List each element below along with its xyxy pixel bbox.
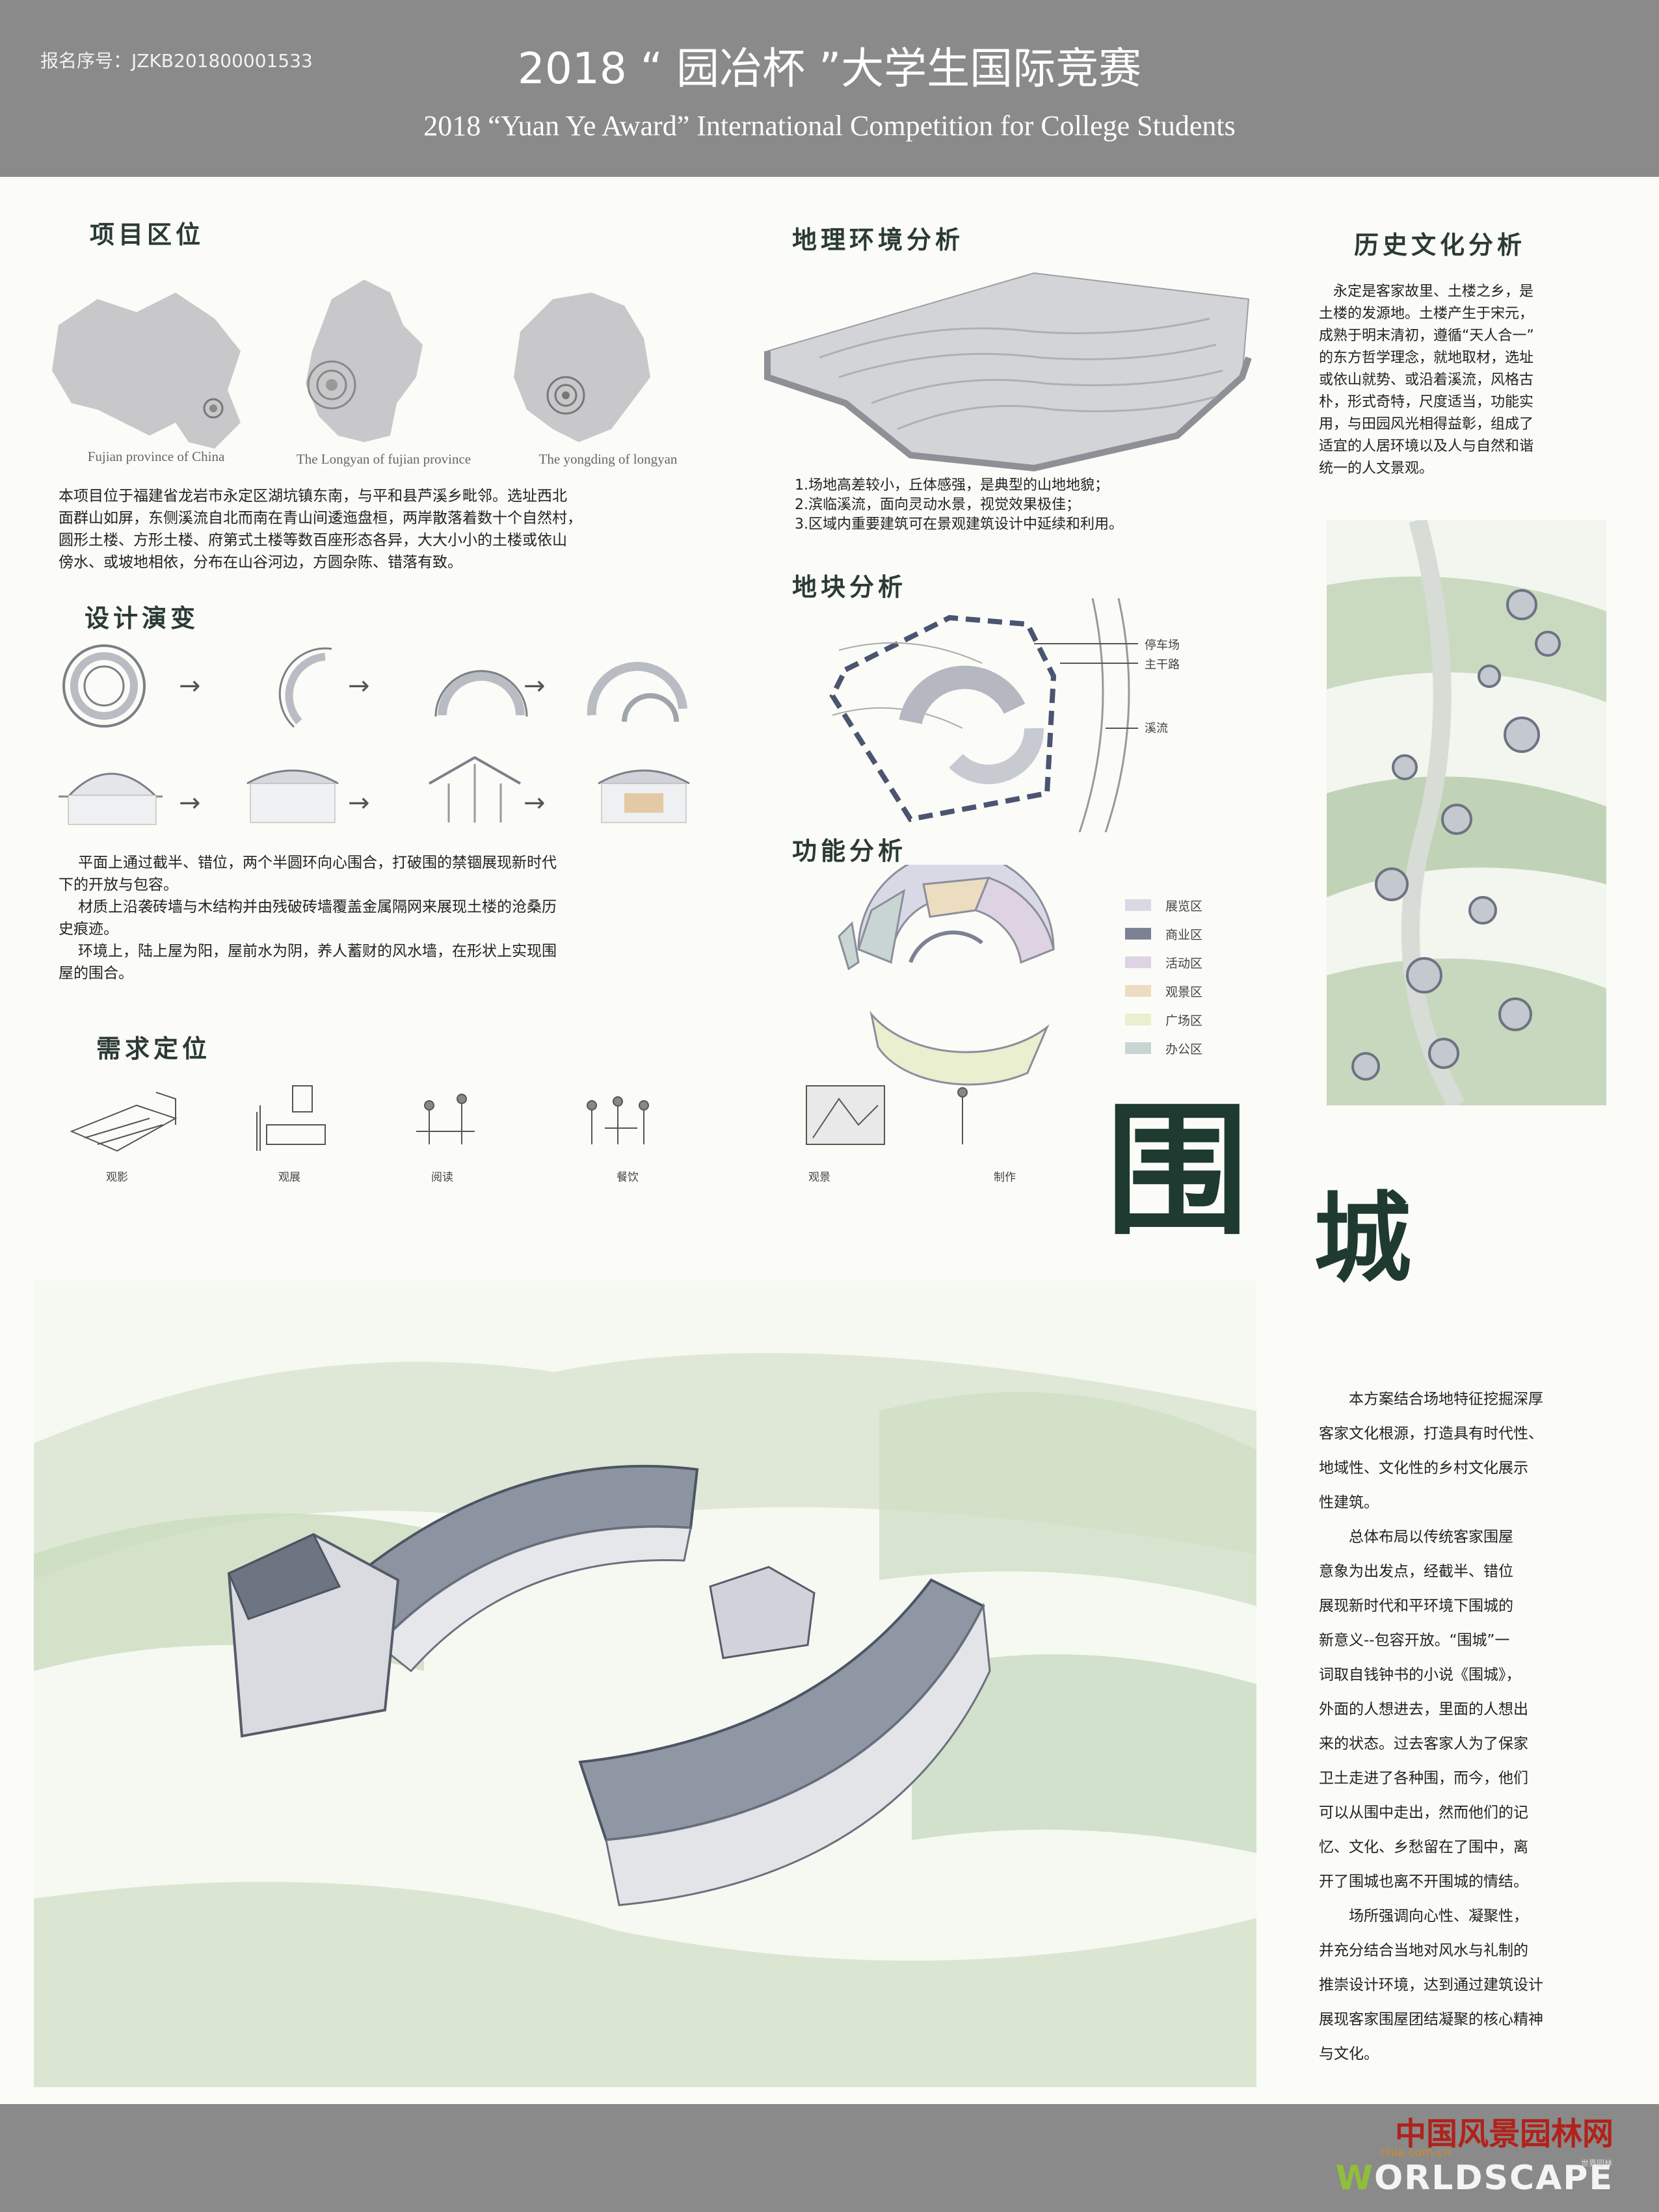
view-sketch xyxy=(806,1085,885,1145)
reading-sketch xyxy=(416,1094,475,1144)
legend-swatch xyxy=(1125,1042,1151,1054)
offset-ring-plan xyxy=(434,670,528,717)
section-2 xyxy=(246,769,339,823)
building-left-block xyxy=(227,1533,400,1738)
demand-label-making: 制作 xyxy=(994,1171,1016,1184)
demand-label-reading: 阅读 xyxy=(431,1171,453,1184)
building-lower-arc xyxy=(578,1578,991,1906)
svg-text:→: → xyxy=(179,671,201,701)
plot-label-stream: 溪流 xyxy=(1145,722,1168,735)
evolution-heading: 设计演变 xyxy=(85,603,200,633)
svg-text:→: → xyxy=(348,788,370,818)
location-maps xyxy=(52,280,650,449)
svg-text:→: → xyxy=(524,788,546,818)
cinema-sketch xyxy=(70,1092,178,1152)
full-ring-plan xyxy=(62,644,146,728)
demand-sketches xyxy=(70,1085,968,1152)
watermark-logo-english: WORLDSCAPE xyxy=(1335,2159,1613,2198)
exhibition-sketch xyxy=(256,1085,326,1151)
legend-item-viewing: 观景区 xyxy=(1125,977,1202,1005)
caption-yongding: The yongding of longyan xyxy=(538,451,678,467)
demand-heading: 需求定位 xyxy=(96,1034,211,1063)
dining-sketch xyxy=(587,1096,649,1144)
legend-item-activity: 活动区 xyxy=(1125,948,1202,977)
header-bar xyxy=(0,0,1659,177)
village-watercolor xyxy=(1327,520,1606,1105)
caption-fujian: Fujian province of China xyxy=(87,449,225,464)
demand-label-view: 观景 xyxy=(808,1171,830,1184)
tulou-cluster xyxy=(1351,589,1561,1081)
title-chinese: 2018 “ 园冶杯 ”大学生国际竞赛 xyxy=(517,44,1142,94)
section-4 xyxy=(598,769,690,823)
demand-label-dining: 餐饮 xyxy=(617,1171,639,1184)
plot-diagram xyxy=(829,598,1138,832)
legend-item-plaza: 广场区 xyxy=(1125,1005,1202,1034)
caption-longyan: The Longyan of fujian province xyxy=(296,451,471,467)
svg-text:→: → xyxy=(348,671,370,701)
evolution-diagrams: → → → → → → xyxy=(59,644,690,825)
half-ring-plan xyxy=(278,647,332,728)
plot-heading: 地块分析 xyxy=(792,572,907,601)
history-heading: 历史文化分析 xyxy=(1354,230,1526,259)
evolution-text: 平面上通过截半、错位，两个半圆环向心围合，打破围的禁锢展现新时代 下的开放与包容… xyxy=(59,854,557,982)
plot-label-mainroad: 主干路 xyxy=(1145,658,1180,672)
title-english: 2018 “Yuan Ye Award” International Compe… xyxy=(423,110,1236,142)
section-3 xyxy=(429,756,521,823)
big-title-char-1: 围 xyxy=(1106,1086,1249,1254)
location-heading: 项目区位 xyxy=(90,220,205,249)
footer-bar xyxy=(0,2104,1659,2212)
function-diagram xyxy=(838,865,1055,1086)
function-heading: 功能分析 xyxy=(792,836,907,865)
demand-label-cinema: 观影 xyxy=(106,1171,128,1184)
geo-heading: 地理环境分析 xyxy=(792,225,964,254)
section-1 xyxy=(59,772,163,825)
legend-swatch xyxy=(1125,956,1151,968)
terrain-model xyxy=(764,272,1252,472)
legend-item-office: 办公区 xyxy=(1125,1034,1202,1062)
main-watercolor-rendering xyxy=(34,1281,1256,2087)
watermark-logo-url: chla.com.cn xyxy=(1380,2146,1451,2159)
registration-number: 报名序号：JZKB201800001533 xyxy=(40,50,313,72)
history-text: 永定是客家故里、土楼之乡，是 土楼的发源地。土楼产生于宋元， 成熟于明末清初，遵… xyxy=(1319,283,1534,477)
final-ring-plan xyxy=(587,661,687,722)
fujian-map-icon xyxy=(306,280,423,442)
china-map-icon xyxy=(52,293,241,449)
making-sketch xyxy=(957,1087,968,1144)
legend-item-commercial: 商业区 xyxy=(1125,919,1202,948)
legend-swatch xyxy=(1125,899,1151,911)
legend-swatch xyxy=(1125,1014,1151,1025)
watermark-logo-chinese: 中国风景园林网 xyxy=(1394,2116,1613,2152)
plot-label-parking: 停车场 xyxy=(1145,639,1180,652)
watermark-logo-tag: 世界园林 xyxy=(1580,2159,1612,2168)
description-text: 本方案结合场地特征挖掘深厚 客家文化根源，打造具有时代性、 地域性、文化性的乡村… xyxy=(1319,1391,1543,2062)
building-upper-arc xyxy=(304,1464,699,1673)
longyan-map-icon xyxy=(514,293,650,442)
function-legend: 展览区 商业区 活动区 观景区 广场区 办公区 xyxy=(1125,891,1202,1062)
svg-text:→: → xyxy=(179,788,201,818)
legend-swatch xyxy=(1125,928,1151,940)
geo-text: 1.场地高差较小，丘体感强，是典型的山地地貌； 2.滨临溪流，面向灵动水景，视觉… xyxy=(795,477,1123,533)
demand-label-exhibit: 观展 xyxy=(278,1171,300,1184)
legend-swatch xyxy=(1125,985,1151,997)
svg-text:→: → xyxy=(524,671,546,701)
legend-item-exhibition: 展览区 xyxy=(1125,891,1202,919)
location-text: 本项目位于福建省龙岩市永定区湖坑镇东南，与平和县芦溪乡毗邻。选址西北 面群山如屏… xyxy=(59,488,582,571)
big-title-char-2: 城 xyxy=(1314,1181,1412,1296)
building-center-pavilion xyxy=(709,1566,816,1659)
